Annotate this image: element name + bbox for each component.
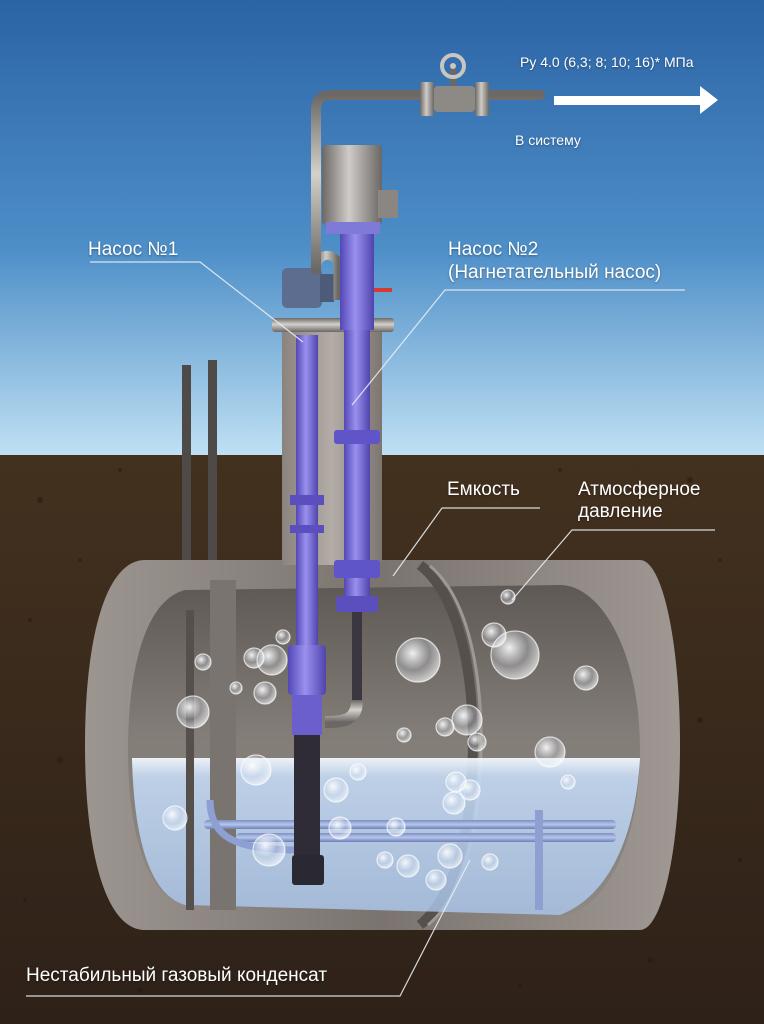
valve-handwheel-icon	[440, 53, 466, 86]
atmospheric-sublabel: давление	[578, 501, 663, 522]
atmospheric-label: Атмосферное	[578, 479, 701, 500]
flow-arrow-icon	[554, 86, 718, 114]
pressure-label: Ру 4.0 (6,3; 8; 10; 16)* МПа	[520, 54, 694, 70]
pump-2-sublabel: (Нагнетательный насос)	[448, 262, 662, 283]
vent-pipes	[182, 360, 217, 560]
tank-label: Емкость	[447, 479, 520, 500]
pump-2-motor	[322, 145, 398, 234]
gas-bubbles	[162, 589, 599, 891]
condensate-label: Нестабильный газовый конденсат	[26, 965, 328, 986]
pump-1	[282, 250, 343, 885]
discharge-line	[311, 53, 545, 275]
tank	[85, 560, 680, 930]
soil-texture	[23, 468, 742, 993]
leader-lines	[26, 261, 715, 997]
to-system-label: В систему	[515, 132, 581, 148]
pump-1-label: Насос №1	[88, 239, 179, 260]
pump-2	[322, 145, 398, 728]
motor-icon	[282, 268, 334, 308]
pump-2-label: Насос №2	[448, 239, 539, 260]
